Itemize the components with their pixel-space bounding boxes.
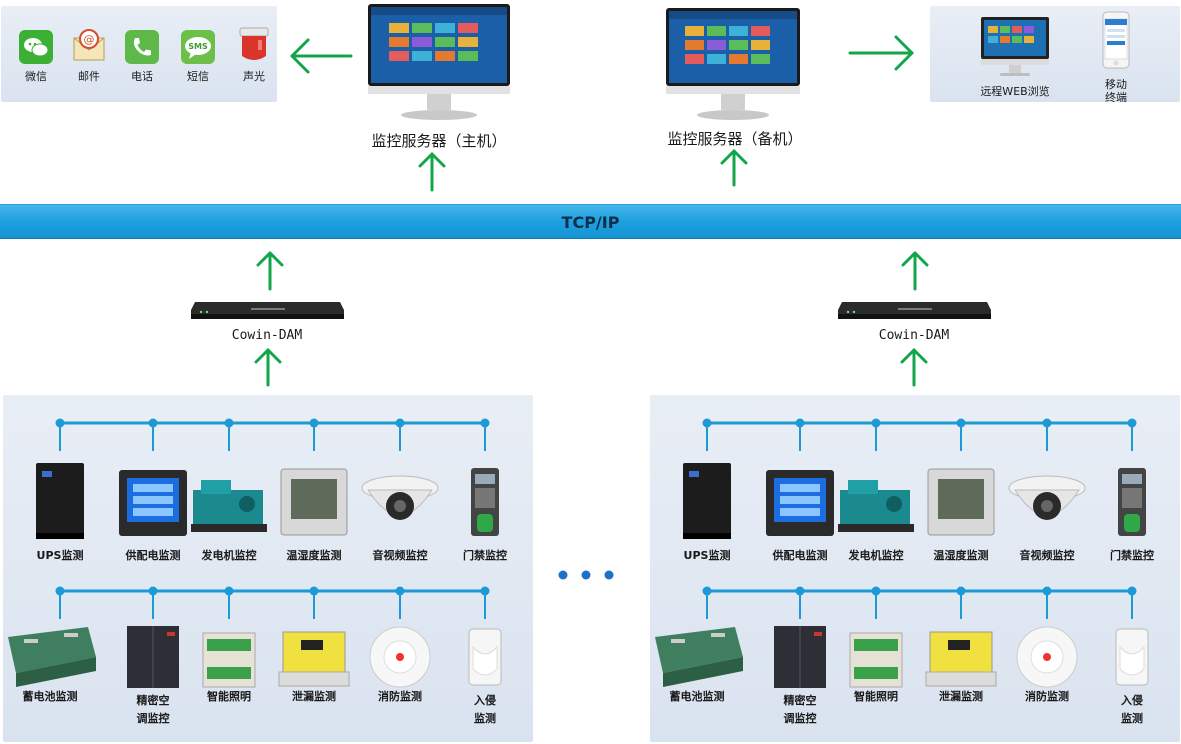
left-device-label-line1: 精密空 <box>136 694 170 707</box>
left-device-label: 发电机监控 <box>201 549 257 562</box>
remote-access-panel <box>930 6 1180 102</box>
more-groups-ellipsis <box>558 570 614 580</box>
left-leak-detector-icon <box>278 631 350 687</box>
left-device-label: 消防监测 <box>378 690 422 703</box>
left-device-label-line1: 入侵 <box>474 694 496 707</box>
right-power-meter-icon <box>766 470 834 536</box>
mobile-label-line1: 移动 <box>1105 78 1127 91</box>
arrow-up-backup <box>720 149 748 187</box>
arrow-up-primary <box>418 152 446 192</box>
left-gateway-label: Cowin-DAM <box>231 328 303 343</box>
left-intrusion-sensor-icon <box>468 628 502 686</box>
right-device-label-line2: 监测 <box>1121 712 1143 725</box>
arrow-to-notify <box>290 38 353 74</box>
right-device-bus <box>702 418 1137 451</box>
right-device-label: 发电机监控 <box>848 549 904 562</box>
mobile-label-line2: 终端 <box>1105 91 1127 104</box>
svg-text:SMS: SMS <box>188 42 208 51</box>
right-precision-ac-icon <box>774 626 826 688</box>
right-device-label: 温湿度监测 <box>933 549 989 562</box>
left-precision-ac-icon <box>127 626 179 688</box>
backup-server-label: 监控服务器（备机） <box>667 130 803 148</box>
right-leak-detector-icon <box>925 631 997 687</box>
left-device-label: 门禁监控 <box>463 549 507 562</box>
right-smoke-detector-icon <box>1016 626 1078 688</box>
right-intrusion-sensor-icon <box>1115 628 1149 686</box>
right-lighting-icon <box>849 632 903 688</box>
right-temp-humidity-icon <box>927 468 995 536</box>
backup-server-monitor-icon <box>666 8 800 120</box>
left-device-label: 音视频监控 <box>372 549 428 562</box>
right-device-label: UPS监测 <box>683 549 731 562</box>
right-device-label: 消防监测 <box>1025 690 1069 703</box>
notify-label-email: 邮件 <box>78 70 100 83</box>
right-device-label-line2: 调监控 <box>783 712 817 725</box>
web-monitor-icon <box>981 17 1049 76</box>
right-ups-icon <box>683 463 731 539</box>
arrow-up-right-field <box>900 348 928 387</box>
left-gateway-device-icon <box>191 302 344 319</box>
right-field-group <box>650 395 1180 742</box>
right-device-bus <box>702 586 1137 619</box>
tcp-ip-label: TCP/IP <box>561 213 620 232</box>
right-battery-icon <box>655 627 743 687</box>
left-device-label: UPS监测 <box>36 549 84 562</box>
arrow-to-remote <box>848 35 914 71</box>
alarm-light-icon <box>239 27 269 60</box>
web-browse-label: 远程WEB浏览 <box>980 85 1050 98</box>
right-camera-icon <box>1008 475 1086 520</box>
left-device-label: 温湿度监测 <box>286 549 342 562</box>
email-icon: @ <box>73 29 105 61</box>
phone-icon <box>125 30 159 64</box>
notify-label-wechat: 微信 <box>25 70 47 83</box>
right-device-label-line1: 入侵 <box>1121 694 1143 707</box>
left-device-label: 泄漏监测 <box>292 690 336 703</box>
right-device-label: 供配电监测 <box>772 549 828 562</box>
left-battery-icon <box>8 627 96 687</box>
wechat-icon <box>19 30 53 64</box>
right-device-label: 智能照明 <box>854 690 898 703</box>
left-device-bus <box>55 418 490 451</box>
left-access-control-icon <box>471 468 499 536</box>
mobile-phone-icon <box>1102 11 1130 69</box>
sms-icon: SMS <box>181 30 215 64</box>
arrow-up-left-gateway <box>256 251 284 291</box>
right-device-label: 门禁监控 <box>1110 549 1154 562</box>
right-gateway-label: Cowin-DAM <box>878 328 950 343</box>
left-temp-humidity-icon <box>280 468 348 536</box>
tcp-ip-bus: TCP/IP <box>0 204 1181 239</box>
primary-server-label: 监控服务器（主机） <box>371 132 507 150</box>
primary-server-monitor-icon <box>368 4 510 120</box>
right-device-label: 音视频监控 <box>1019 549 1075 562</box>
right-gateway-device-icon <box>838 302 991 319</box>
right-device-label: 泄漏监测 <box>939 690 983 703</box>
notify-label-sms: 短信 <box>187 70 209 83</box>
left-field-group <box>3 395 533 742</box>
left-smoke-detector-icon <box>369 626 431 688</box>
left-power-meter-icon <box>119 470 187 536</box>
left-device-label: 蓄电池监测 <box>22 690 78 703</box>
left-lighting-icon <box>202 632 256 688</box>
left-generator-icon <box>191 480 267 532</box>
left-device-label-line2: 调监控 <box>136 712 170 725</box>
left-device-label-line2: 监测 <box>474 712 496 725</box>
left-device-label: 供配电监测 <box>125 549 181 562</box>
right-device-label-line1: 精密空 <box>783 694 817 707</box>
arrow-up-right-gateway <box>901 251 929 291</box>
left-camera-icon <box>361 475 439 520</box>
notify-label-alarm: 声光 <box>243 70 265 83</box>
arrow-up-left-field <box>254 348 282 387</box>
notify-label-phone: 电话 <box>131 70 153 83</box>
left-device-label: 智能照明 <box>207 690 251 703</box>
right-generator-icon <box>838 480 914 532</box>
right-access-control-icon <box>1118 468 1146 536</box>
right-device-label: 蓄电池监测 <box>669 690 725 703</box>
left-device-bus <box>55 586 490 619</box>
svg-text:@: @ <box>84 33 95 46</box>
left-ups-icon <box>36 463 84 539</box>
